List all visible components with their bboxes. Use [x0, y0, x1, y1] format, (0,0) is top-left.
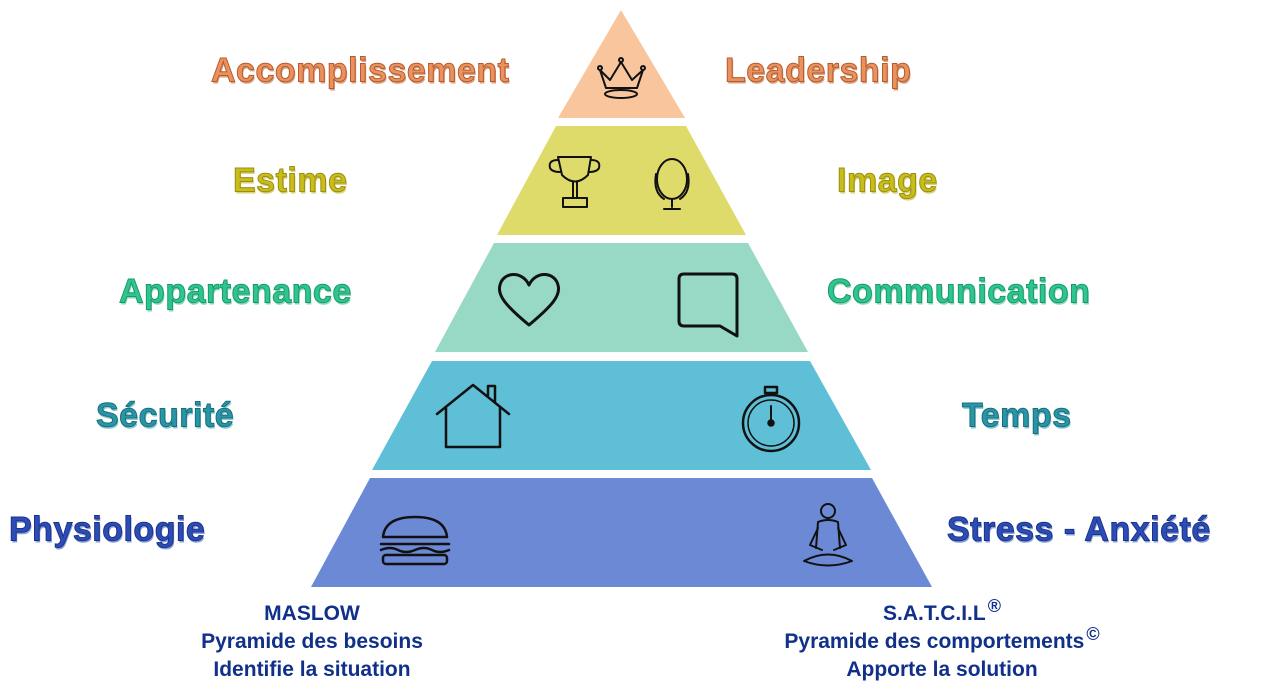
level-2-left-label: Estime: [233, 161, 348, 200]
level-5-left-label: Physiologie: [8, 510, 206, 549]
speech-bubble-icon: [677, 272, 739, 338]
footer-maslow-title: MASLOW: [264, 602, 360, 625]
house-icon: [435, 383, 511, 449]
level-4-left-label: Sécurité: [95, 396, 235, 435]
footer-satcil-title: S.A.T.C.I.L: [883, 602, 986, 625]
copyright-mark: ©: [1086, 624, 1100, 644]
footer-maslow: MASLOW Pyramide des besoins Identifie la…: [201, 600, 423, 684]
pyramid-level-3: [435, 243, 808, 352]
level-1-right-label: Leadership: [724, 51, 912, 90]
mirror-icon: [654, 158, 690, 210]
level-3-right-label: Communication: [826, 272, 1091, 311]
footer-maslow-subtitle: Pyramide des besoins: [201, 630, 423, 653]
footer-satcil-subtitle: Pyramide des comportements: [784, 630, 1085, 653]
trophy-icon: [548, 156, 601, 208]
level-2-right-label: Image: [837, 161, 938, 200]
level-4-right-label: Temps: [962, 396, 1072, 435]
pyramid-level-5: [311, 478, 932, 587]
pyramid-level-4: [372, 361, 871, 470]
heart-icon: [497, 273, 561, 327]
pyramid-level-2: [497, 126, 746, 235]
level-1-left-label: Accomplissement: [211, 51, 510, 90]
footer-satcil: S.A.T.C.I.L® Pyramide des comportements©…: [784, 596, 1100, 684]
level-5-right-label: Stress - Anxiété: [947, 510, 1211, 549]
level-3-left-label: Appartenance: [119, 272, 352, 311]
stopwatch-icon: [741, 385, 801, 453]
footer-maslow-description: Identifie la situation: [213, 658, 411, 681]
footer-satcil-description: Apporte la solution: [846, 658, 1038, 681]
meditation-icon: [803, 503, 853, 567]
registered-mark: ®: [987, 596, 1001, 616]
crown-icon: [597, 57, 646, 99]
burger-icon: [379, 515, 451, 566]
